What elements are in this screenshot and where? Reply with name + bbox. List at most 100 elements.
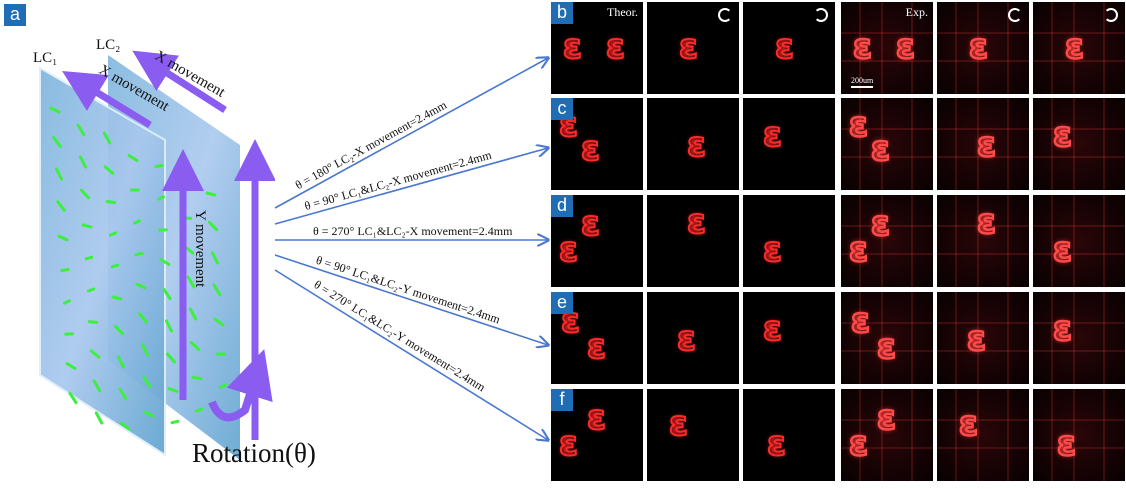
- noise-streak: [937, 419, 1029, 421]
- epsilon-pattern: ε: [774, 27, 795, 67]
- epsilon-pattern: ε: [850, 301, 871, 341]
- noise-streak: [859, 389, 861, 481]
- lc-molecule-dash: [132, 219, 142, 225]
- lc-molecule-dash: [188, 307, 198, 321]
- theoretical-image-panel: ε: [647, 195, 739, 287]
- noise-streak: [859, 195, 861, 287]
- lc-molecule-dash: [218, 383, 228, 389]
- epsilon-pattern: ε: [1064, 27, 1085, 67]
- theoretical-image-panel: ε: [647, 389, 739, 481]
- noise-streak: [1007, 389, 1009, 481]
- lc-molecule-dash: [189, 341, 201, 351]
- noise-streak: [1033, 350, 1125, 352]
- lc-molecule-dash: [55, 167, 63, 181]
- lc-molecule-dash: [60, 267, 70, 273]
- lc-molecule-pattern: [49, 106, 230, 431]
- noise-streak: [955, 292, 957, 384]
- lc-molecule-dash: [57, 234, 69, 242]
- epsilon-pattern: ε: [562, 27, 583, 67]
- epsilon-pattern: ε: [558, 230, 579, 270]
- noise-streak: [977, 195, 979, 287]
- noise-streak: [937, 32, 1029, 34]
- noise-streak: [881, 292, 883, 384]
- experimental-image-panel: ε: [1033, 98, 1125, 190]
- theoretical-image-panel: ε: [647, 292, 739, 384]
- lc-molecule-dash: [79, 188, 91, 200]
- lc-molecule-dash: [194, 407, 204, 413]
- lc2-label: LC₂: [96, 37, 121, 53]
- noise-streak: [1051, 389, 1053, 481]
- noise-streak: [937, 128, 1029, 130]
- noise-streak: [1007, 195, 1009, 287]
- epsilon-pattern: ε: [605, 27, 626, 67]
- theoretical-image-panel: ε: [647, 98, 739, 190]
- epsilon-pattern: ε: [958, 404, 979, 444]
- lc-molecule-dash: [113, 324, 125, 336]
- noise-streak: [955, 195, 957, 287]
- lc-molecule-dash: [142, 376, 152, 388]
- noise-streak: [1007, 98, 1009, 190]
- noise-streak: [937, 322, 1029, 324]
- epsilon-pattern: ε: [1052, 230, 1073, 270]
- epsilon-pattern: ε: [848, 230, 869, 270]
- lc-molecule-dash: [157, 195, 165, 201]
- noise-streak: [977, 98, 979, 190]
- experimental-image-panel: ε: [937, 389, 1029, 481]
- noise-streak: [841, 350, 933, 352]
- experimental-label: Exp.: [905, 5, 928, 19]
- lc-molecule-dash: [52, 136, 62, 148]
- noise-streak: [881, 195, 883, 287]
- epsilon-pattern: ε: [580, 129, 601, 169]
- epsilon-pattern: ε: [966, 319, 987, 359]
- noise-streak: [1033, 447, 1125, 449]
- epsilon-pattern: ε: [976, 202, 997, 242]
- polarization-ring-icon: [1104, 8, 1118, 22]
- lc-molecule-dash: [210, 251, 220, 265]
- lc-molecule-dash: [76, 123, 86, 137]
- lc-molecule-dash: [127, 153, 139, 163]
- epsilon-pattern: ε: [848, 105, 869, 145]
- lc-molecule-dash: [87, 320, 99, 324]
- noise-streak: [937, 350, 1029, 352]
- x-movement-arrow-lc2: [132, 50, 227, 113]
- lc-molecule-dash: [167, 387, 179, 393]
- noise-streak: [1007, 292, 1009, 384]
- noise-streak: [977, 389, 979, 481]
- rotation-arrow: [208, 349, 273, 422]
- noise-streak: [881, 389, 883, 481]
- noise-streak: [911, 389, 913, 481]
- noise-streak: [937, 225, 1029, 227]
- theoretical-image-panel: ε: [743, 292, 835, 384]
- epsilon-pattern: ε: [558, 424, 579, 464]
- lc-molecule-dash: [213, 317, 225, 327]
- panel-tag-d: d: [551, 195, 573, 217]
- epsilon-pattern: ε: [870, 129, 891, 169]
- polarization-ring-icon: [1008, 8, 1022, 22]
- condition-arrow: [274, 254, 548, 345]
- experimental-image-panel: ε: [1033, 195, 1125, 287]
- lc-molecule-dash: [159, 258, 171, 266]
- lc-molecule-dash: [134, 251, 144, 257]
- theoretical-image-panel: ε: [743, 98, 835, 190]
- lc1-label: LC₁: [33, 50, 58, 66]
- lc-molecule-dash: [103, 165, 115, 175]
- noise-streak: [1103, 195, 1105, 287]
- noise-streak: [1033, 60, 1125, 62]
- x-movement-arrow-lc1: [62, 71, 152, 128]
- experimental-image-panel: ε: [937, 98, 1029, 190]
- lc-molecule-dash: [116, 355, 126, 369]
- noise-streak: [1033, 128, 1125, 130]
- experimental-image-panel: ε: [1033, 292, 1125, 384]
- lc-plates-illustration: [39, 50, 275, 460]
- lc-molecule-dash: [205, 191, 217, 197]
- lc-molecule-dash: [49, 106, 61, 114]
- epsilon-pattern: ε: [676, 319, 697, 359]
- rotation-label: Rotation(θ): [192, 438, 316, 468]
- noise-streak: [1073, 2, 1075, 94]
- noise-streak: [937, 156, 1029, 158]
- noise-streak: [859, 2, 861, 94]
- condition-arrow: [274, 148, 548, 225]
